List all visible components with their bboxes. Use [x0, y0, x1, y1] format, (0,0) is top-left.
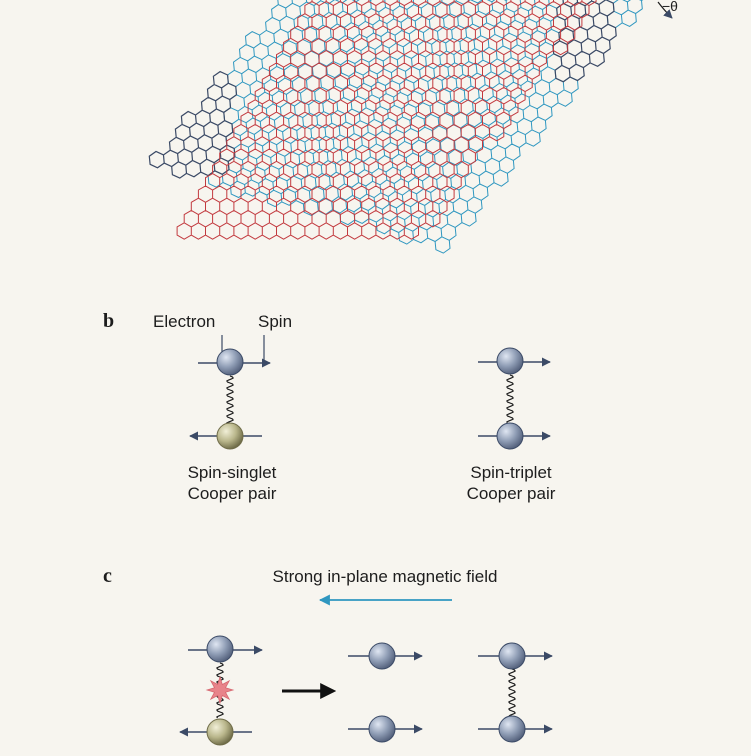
- electron-label: Electron: [153, 312, 215, 331]
- spin-label: Spin: [258, 312, 292, 331]
- electron: [498, 642, 526, 670]
- electron: [496, 347, 524, 375]
- spin-triplet-pair-in-field: [478, 642, 553, 743]
- pairing-bond: [506, 374, 514, 424]
- unpaired-electrons: [348, 642, 423, 743]
- twisted-lattice: [148, 0, 644, 254]
- hexagon-cells-dark: [148, 0, 617, 179]
- triplet-caption-line1: Spin-triplet: [470, 463, 552, 482]
- panel-b-letter: b: [103, 310, 114, 332]
- spin-triplet-pair: [478, 347, 551, 450]
- electron: [206, 718, 234, 746]
- electron: [496, 422, 524, 450]
- pair-break-burst: [205, 675, 235, 705]
- singlet-caption-line2: Cooper pair: [188, 484, 277, 503]
- twist-angle-label: −θ: [662, 0, 678, 14]
- twist-angle-arc: [657, 1, 673, 19]
- hexagon-cells: [207, 0, 644, 254]
- electron: [498, 715, 526, 743]
- electron: [216, 348, 244, 376]
- singlet-caption-line1: Spin-singlet: [188, 463, 277, 482]
- electron: [216, 422, 244, 450]
- electron: [206, 635, 234, 663]
- breaking-singlet-pair: [179, 635, 263, 746]
- pairing-bond: [508, 668, 516, 717]
- triplet-caption-line2: Cooper pair: [467, 484, 556, 503]
- field-label: Strong in-plane magnetic field: [273, 567, 498, 586]
- spin-singlet-pair: [189, 348, 271, 450]
- pairing-bond: [226, 375, 234, 425]
- hexagon-cells: [176, 0, 597, 240]
- panel-c-letter: c: [103, 565, 112, 587]
- electron: [368, 642, 396, 670]
- top-lattice-layer: [176, 0, 597, 240]
- bottom-lattice-layer: [148, 0, 644, 254]
- electron: [368, 715, 396, 743]
